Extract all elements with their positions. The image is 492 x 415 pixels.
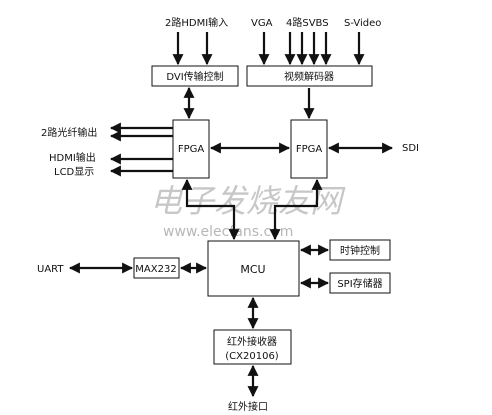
label-ir-port: 红外接口 <box>228 400 268 413</box>
ir-receiver-label-line1: 红外接收器 <box>227 335 277 348</box>
fpga-left-block: FPGA <box>172 119 210 179</box>
fpga-right-label: FPGA <box>296 144 323 155</box>
dvi-label: DVI传输控制 <box>166 70 223 83</box>
dvi-transmit-control-block: DVI传输控制 <box>151 65 239 87</box>
left-output-arrows <box>109 122 173 177</box>
label-vga: VGA <box>251 18 273 29</box>
label-sdi: SDI <box>402 143 419 154</box>
label-optical-output: 2路光纤输出 <box>41 126 97 139</box>
fpga-right-block: FPGA <box>290 119 328 179</box>
spi-storage-block: SPI存储器 <box>329 272 391 294</box>
arrow-fpga-right-mcu <box>269 178 323 241</box>
label-svbs: 4路SVBS <box>286 16 329 29</box>
ir-receiver-label-line2: (CX20106) <box>225 351 279 362</box>
watermark-url: www.elecfans.com <box>163 224 293 240</box>
label-hdmi-output: HDMI输出 <box>49 151 96 164</box>
spi-storage-label: SPI存储器 <box>337 277 382 290</box>
fpga-left-label: FPGA <box>178 144 205 155</box>
mcu-label: MCU <box>240 263 265 276</box>
mcu-block: MCU <box>207 240 300 297</box>
input-arrows <box>172 32 365 66</box>
clock-control-label: 时钟控制 <box>340 244 380 257</box>
label-lcd-display: LCD显示 <box>54 166 94 178</box>
max232-block: MAX232 <box>133 257 180 279</box>
clock-control-block: 时钟控制 <box>329 239 391 261</box>
ir-receiver-block: 红外接收器 (CX20106) <box>213 329 292 365</box>
label-svideo: S-Video <box>344 18 381 29</box>
label-uart: UART <box>37 264 64 275</box>
video-decoder-label: 视频解码器 <box>284 70 334 83</box>
max232-label: MAX232 <box>135 264 176 275</box>
arrow-fpga-left-mcu <box>181 178 240 241</box>
label-hdmi-input: 2路HDMI输入 <box>165 16 228 29</box>
video-decoder-block: 视频解码器 <box>246 65 373 87</box>
